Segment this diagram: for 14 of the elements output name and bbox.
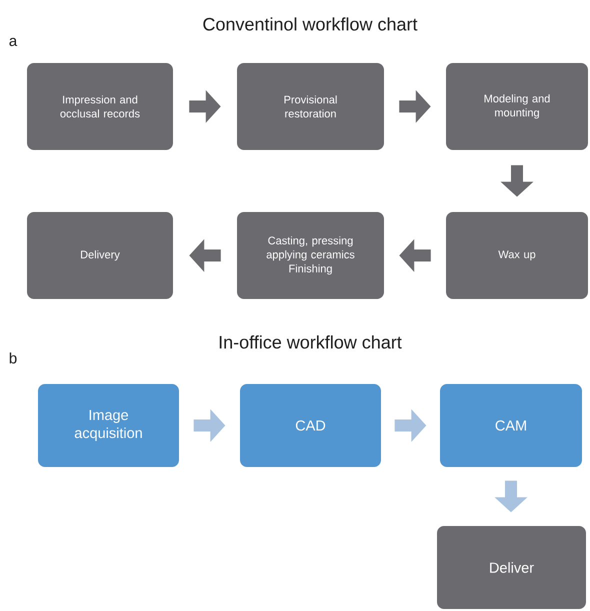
process-box: Modeling and mounting [446,63,588,150]
chart-heading: Conventinol workflow chart [203,17,418,31]
process-box: Wax up [446,212,588,299]
process-box: Deliver [437,526,586,609]
process-box: Impression and occlusal records [27,63,173,150]
process-box: Provisional restoration [237,63,384,150]
process-box: CAD [240,384,381,467]
process-box: Delivery [27,212,173,299]
panel-letter: b [10,352,17,364]
process-box: CAM [440,384,582,467]
panel-letter: a [9,38,18,46]
chart-heading: In-office workflow chart [220,335,402,349]
process-box: Casting, pressing applying ceramics Finishing [237,212,384,299]
process-box: Image acquisition [38,384,179,467]
